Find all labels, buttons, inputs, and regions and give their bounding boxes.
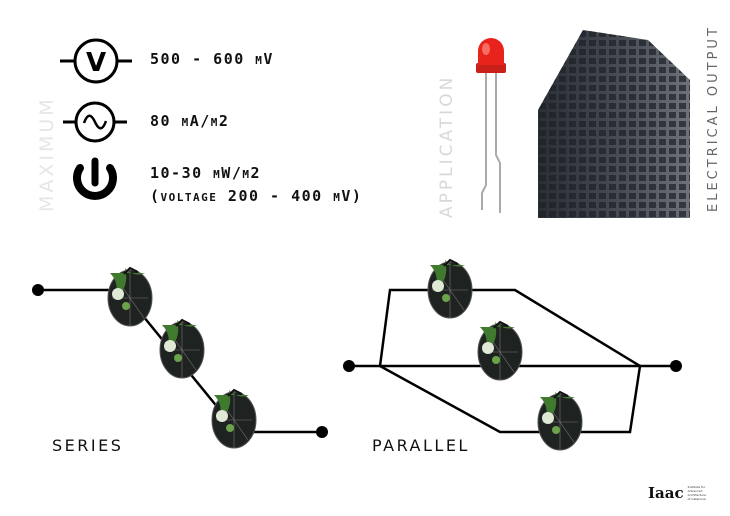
parallel-label: PARALLEL	[372, 436, 470, 455]
plant-cell	[427, 259, 473, 319]
power-icon	[73, 157, 117, 200]
series-label: SERIES	[52, 436, 124, 455]
maximum-label: MAXIMUM	[36, 96, 58, 212]
voltage-spec: 500 - 600 mV	[150, 50, 274, 68]
application-label: APPLICATION	[437, 74, 457, 218]
electrical-output-label: ELECTRICAL OUTPUT	[706, 25, 721, 212]
parallel-terminal-right	[670, 360, 682, 372]
parallel-terminal-left	[343, 360, 355, 372]
series-terminal-left	[32, 284, 44, 296]
building-image	[538, 30, 690, 218]
power-spec: 10-30 mW/m2	[150, 164, 262, 182]
ac-current-icon	[63, 101, 127, 143]
logo-name: Iaac	[648, 484, 684, 502]
plant-cell	[159, 319, 205, 379]
plant-cell	[107, 267, 153, 327]
plant-cell	[537, 391, 583, 451]
series-terminal-right	[316, 426, 328, 438]
voltmeter-icon: V	[60, 38, 132, 84]
plant-cell	[477, 321, 523, 381]
spec-icons: V	[60, 38, 132, 200]
power-note: (voltage 200 - 400 mV)	[150, 187, 363, 205]
iaac-logo: Iaac Institute for Advanced Architecture…	[648, 484, 710, 502]
current-spec: 80 mA/m2	[150, 112, 230, 130]
led-image	[476, 38, 506, 213]
circuit-diagrams	[32, 259, 682, 451]
plant-cell	[211, 389, 257, 449]
svg-text:V: V	[86, 48, 106, 78]
logo-subtitle: Institute for Advanced Architecture of C…	[687, 485, 706, 501]
